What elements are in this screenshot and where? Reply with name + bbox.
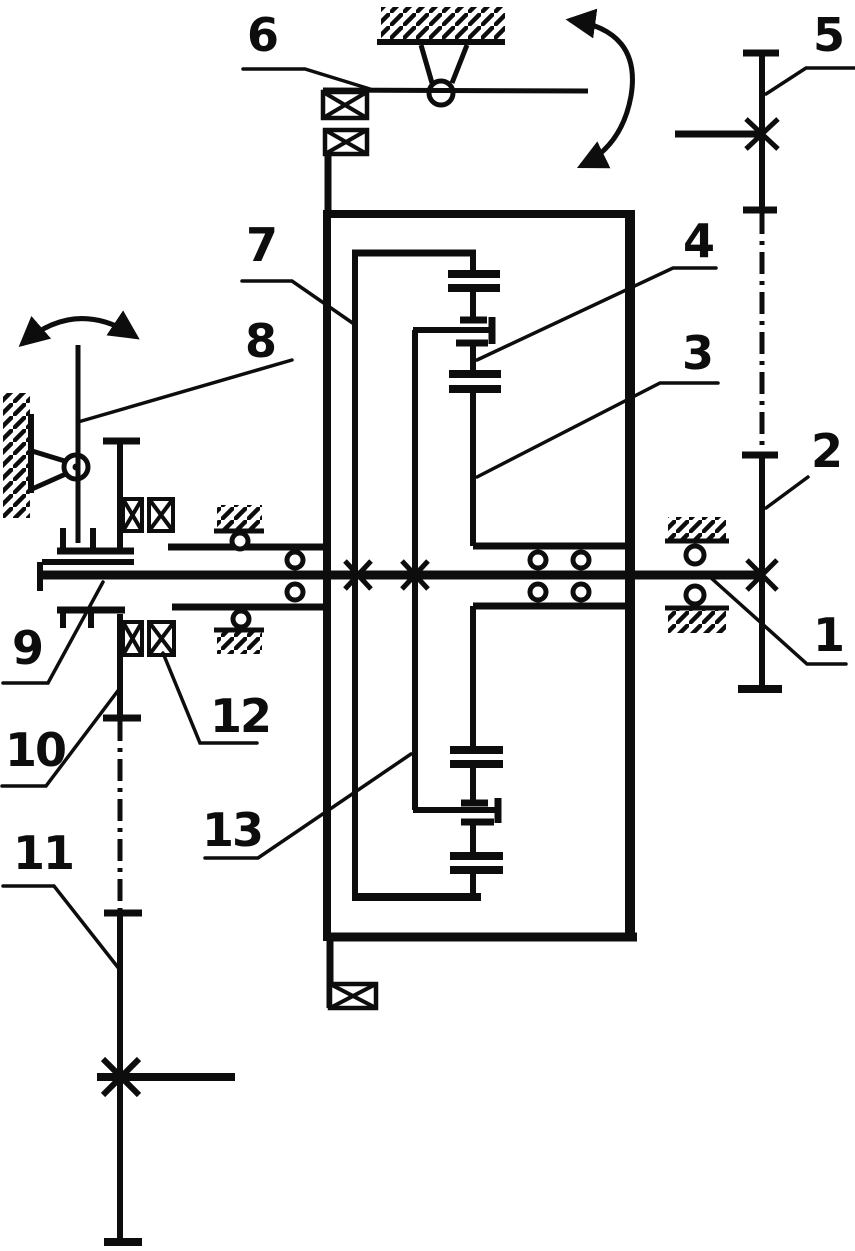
part-label-10: 10 [5,723,67,777]
fixed-roller-support-right-upper [665,517,729,567]
part-label-2: 2 [811,424,843,478]
main-shaft [37,559,764,591]
leader-1 [708,575,848,666]
leader-13 [203,752,413,860]
part-label-6: 6 [247,8,279,62]
leader-12 [161,651,259,745]
part-label-1: 1 [813,608,845,662]
ceiling-fixed-support [377,7,505,108]
part-label-7: 7 [246,218,278,272]
leader-4 [475,266,718,362]
leader-10 [0,686,122,788]
planet-carrier [412,317,502,823]
fixed-roller-support-left-upper [214,505,264,552]
leader-6 [241,67,372,91]
part-label-11: 11 [13,826,75,880]
wall-fixed-support [3,393,70,518]
housing-trunnion-bearing-bottom [327,981,379,1011]
leader-9 [1,580,105,685]
leader-3 [475,381,720,479]
leader-lines [0,66,855,972]
part-label-5: 5 [813,8,845,62]
right-vertical-shaft [675,49,782,693]
takeoff-bearings [121,497,176,657]
part-label-12: 12 [210,689,272,743]
part-label-3: 3 [682,326,714,380]
shift-lever [61,345,91,543]
shaft-rollers-right [527,549,592,603]
leader-5 [764,66,855,96]
part-label-9: 9 [12,621,44,675]
planet-gear-stack-lower [450,606,503,897]
part-label-13: 13 [202,803,264,857]
leader-11 [1,884,122,972]
swing-arrow-right-icon [565,8,635,169]
fixed-roller-support-right-lower [665,583,729,633]
part-label-8: 8 [245,314,277,368]
leader-2 [764,475,810,510]
housing-trunnion-bearings-top [320,89,370,213]
part-label-4: 4 [683,214,715,268]
swing-arrow-left-icon [18,310,140,347]
fixed-roller-support-left-lower [214,608,264,654]
leader-8 [76,358,294,424]
lever-pivot-joint [426,78,456,108]
shift-fork-sleeve [42,437,140,628]
leader-7 [240,279,356,326]
planet-gear-stack-upper [448,253,501,546]
